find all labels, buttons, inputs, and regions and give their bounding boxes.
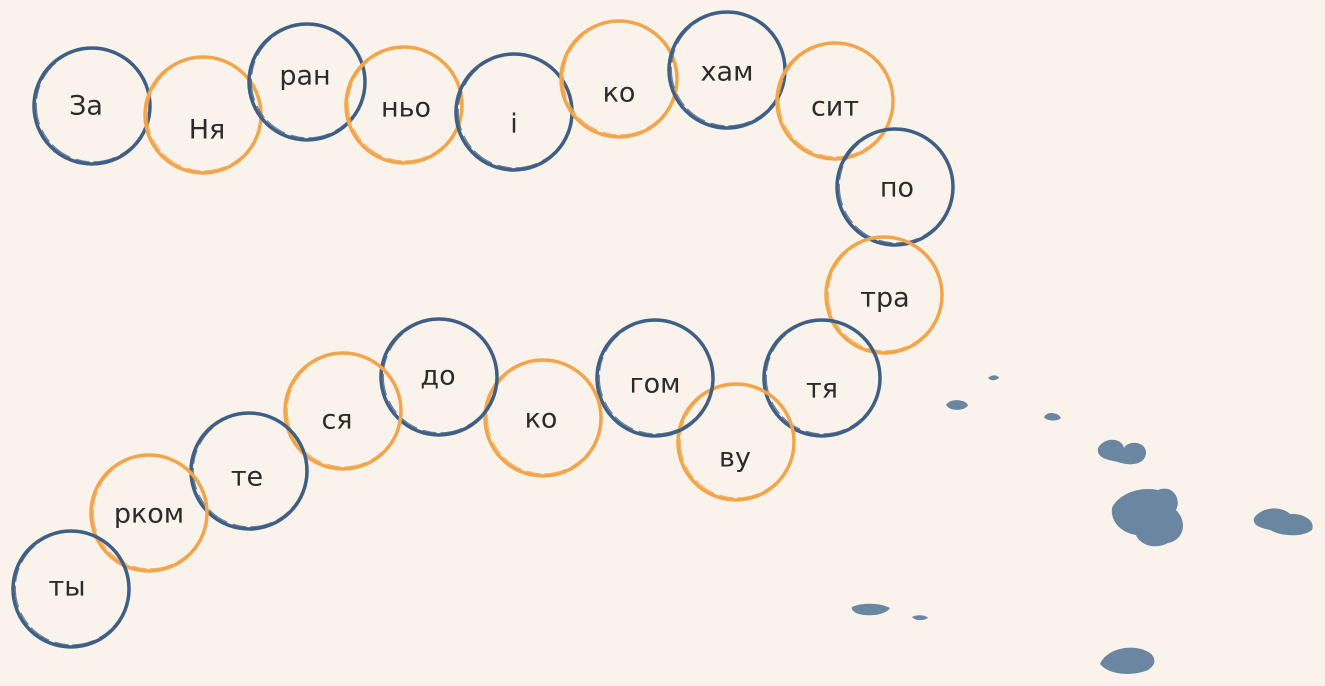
splatter-heart	[1097, 439, 1146, 465]
ring-sketch-stroke	[14, 531, 129, 646]
splatter-right	[1253, 508, 1313, 536]
ring-sketch-stroke	[562, 21, 677, 136]
syllable-ring-7[interactable]: хам	[667, 10, 787, 130]
syllable-ring-13[interactable]: гом	[595, 318, 715, 438]
syllable-ring-2[interactable]: Ня	[143, 55, 263, 175]
ring-outline	[595, 318, 715, 438]
syllable-ring-18[interactable]: рком	[89, 453, 209, 573]
syllable-ring-17[interactable]: те	[189, 411, 309, 531]
ring-sketch-stroke	[286, 353, 401, 468]
ring-outline	[775, 41, 895, 161]
ring-outline	[379, 317, 499, 437]
syllable-ring-4[interactable]: ньо	[344, 45, 464, 165]
syllable-label: ты	[48, 572, 85, 603]
ring-outline	[32, 46, 152, 166]
syllable-label: ко	[525, 404, 558, 435]
ring-outline	[483, 358, 603, 478]
ring-outline	[344, 45, 464, 165]
syllable-ring-9[interactable]: по	[835, 127, 955, 247]
syllable-label: За	[69, 91, 103, 122]
syllable-label: до	[420, 361, 455, 392]
splatter-dot	[912, 615, 928, 621]
syllable-ring-1[interactable]: За	[32, 46, 152, 166]
syllable-label: гом	[629, 369, 680, 400]
syllable-label: рком	[114, 499, 184, 530]
ring-outline	[247, 22, 367, 142]
syllable-ring-8[interactable]: сит	[775, 41, 895, 161]
syllable-label: ран	[279, 61, 330, 92]
ring-outline	[11, 529, 131, 649]
ring-sketch-stroke	[347, 47, 462, 162]
splatter-small-2	[1044, 412, 1061, 421]
syllable-label: ко	[603, 78, 636, 109]
splatter-streak	[851, 603, 890, 616]
ring-sketch-stroke	[765, 320, 880, 435]
ring-sketch-stroke	[382, 319, 497, 434]
syllable-ring-5[interactable]: і	[454, 52, 574, 172]
syllable-ring-11[interactable]: тя	[762, 318, 882, 438]
splatter-small-1	[946, 400, 968, 410]
ring-sketch-stroke	[92, 455, 207, 570]
syllable-label: по	[880, 173, 914, 204]
ring-sketch-stroke	[838, 129, 953, 244]
syllable-label: ньо	[381, 93, 431, 124]
syllable-label: і	[510, 109, 518, 140]
ring-sketch-stroke	[35, 48, 150, 163]
syllable-ring-16[interactable]: ся	[283, 351, 403, 471]
ring-sketch-stroke	[679, 384, 794, 499]
syllable-ring-12[interactable]: ву	[676, 382, 796, 502]
syllable-label: ся	[321, 405, 352, 436]
ring-sketch-stroke	[486, 360, 601, 475]
ring-outline	[676, 382, 796, 502]
syllable-ring-15[interactable]: до	[379, 317, 499, 437]
paint-splatters	[851, 375, 1313, 674]
ring-outline	[283, 351, 403, 471]
ring-sketch-stroke	[778, 43, 893, 158]
syllable-ring-19[interactable]: ты	[11, 529, 131, 649]
ring-outline	[559, 19, 679, 139]
syllable-label: хам	[701, 57, 754, 88]
ring-sketch-stroke	[250, 24, 365, 139]
splatter-large	[1111, 488, 1183, 547]
ring-outline	[89, 453, 209, 573]
syllable-ring-10[interactable]: тра	[824, 235, 944, 355]
syllable-label: Ня	[189, 115, 226, 146]
syllable-ring-14[interactable]: ко	[483, 358, 603, 478]
syllable-label: ву	[719, 443, 751, 474]
syllable-label: те	[231, 462, 263, 493]
syllable-ring-3[interactable]: ран	[247, 22, 367, 142]
ring-sketch-stroke	[827, 237, 942, 352]
ring-outline	[762, 318, 882, 438]
splatter-bottom	[1100, 647, 1155, 674]
splatter-tiny-1	[988, 375, 999, 381]
syllable-label: сит	[811, 92, 859, 123]
ring-outline	[824, 235, 944, 355]
ring-sketch-stroke	[192, 413, 307, 528]
ring-sketch-stroke	[598, 320, 713, 435]
syllable-label: тя	[806, 374, 838, 405]
ring-outline	[835, 127, 955, 247]
syllable-label: тра	[860, 283, 909, 314]
syllable-ring-6[interactable]: ко	[559, 19, 679, 139]
